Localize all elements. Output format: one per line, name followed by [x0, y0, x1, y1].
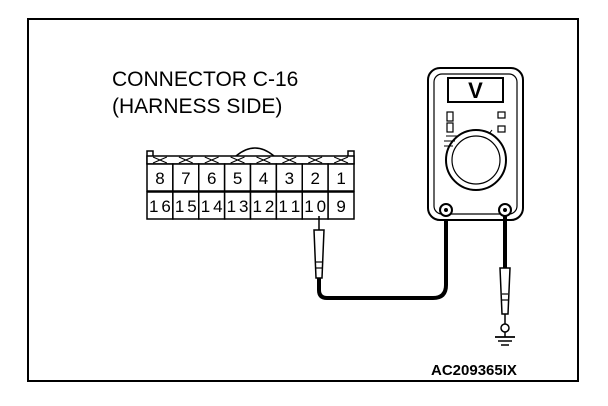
- voltmeter: V: [427, 67, 524, 221]
- meter-button-left: [446, 111, 454, 122]
- connector-pin-label: 3: [285, 169, 294, 188]
- test-wire-positive: [317, 210, 448, 300]
- meter-button-left-2: [446, 122, 454, 133]
- figure-code: AC209365IX: [431, 362, 517, 379]
- connector-pin-label: 4: [259, 169, 268, 188]
- probe-lead-ground: [495, 216, 515, 346]
- connector-pin-cell: [275, 163, 303, 192]
- connector-pin-cell: [301, 191, 329, 220]
- connector-pin-cell: [327, 191, 355, 220]
- connector-subtitle: (HARNESS SIDE): [112, 95, 282, 118]
- connector-pin-label: 8: [155, 169, 164, 188]
- connector-pin-cell: [223, 163, 252, 192]
- meter-dial: [445, 129, 507, 191]
- meter-display: [447, 77, 504, 103]
- connector-pin-cell: [249, 191, 278, 220]
- connector-pin-cell: [198, 163, 226, 192]
- connector-pin-label: 5: [233, 169, 242, 188]
- meter-display-unit: V: [468, 78, 483, 103]
- connector-pin-cell: [301, 163, 329, 192]
- connector-pin-label: 1: [336, 169, 345, 188]
- connector-title: CONNECTOR C-16: [112, 68, 298, 91]
- connector-pin-cell: [327, 163, 355, 192]
- connector-pin-cell: [146, 163, 174, 192]
- connector-pin-label: 9: [336, 197, 345, 216]
- connector-pin-label: 7: [181, 169, 190, 188]
- connector-pin-label: 2: [310, 169, 319, 188]
- connector-pin-cell: [249, 163, 278, 192]
- probe-lead-pin10: [313, 210, 448, 300]
- meter-button-right: [497, 111, 506, 119]
- connector-pin-cell: [172, 191, 200, 220]
- connector-pin-cell: [275, 191, 303, 220]
- connector-pin-label: 6: [207, 169, 216, 188]
- meter-button-right-2: [497, 125, 506, 133]
- connector-pin-cell: [172, 163, 200, 192]
- connector-lock-tab: [235, 147, 275, 157]
